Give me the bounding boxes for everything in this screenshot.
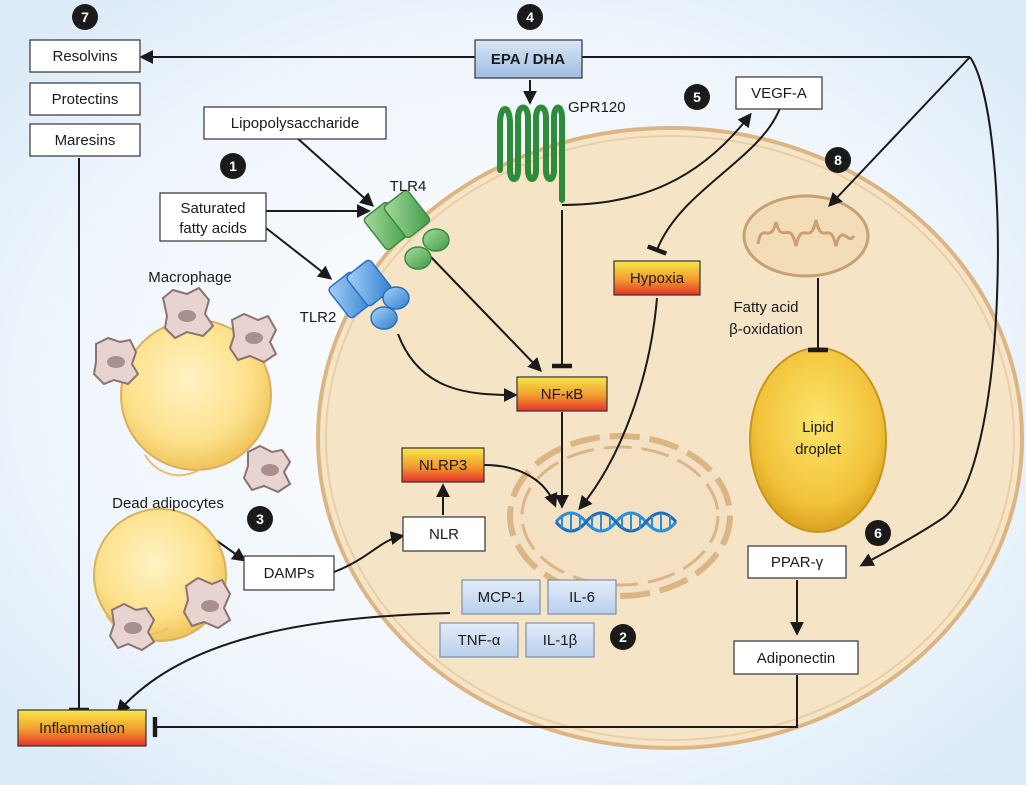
maresins-text: Maresins <box>55 132 116 149</box>
lipid-droplet-label-line2: droplet <box>795 441 842 458</box>
badge-7-text: 7 <box>81 9 89 25</box>
maresins-box: Maresins <box>29 123 141 157</box>
protectins-text: Protectins <box>52 91 119 108</box>
il-6-box: IL-6 <box>547 579 617 615</box>
nlr-box: NLR <box>402 516 486 552</box>
fatty-acid-oxidation-label-line1: Fatty acid <box>733 299 798 316</box>
badge-5-text: 5 <box>693 89 701 105</box>
badge-4: 4 <box>517 4 543 30</box>
badge-3: 3 <box>247 506 273 532</box>
macrophage-label: Macrophage <box>148 269 231 286</box>
hypoxia-text: Hypoxia <box>630 270 685 287</box>
lipopolysaccharide-text: Lipopolysaccharide <box>231 115 359 132</box>
protectins-box: Protectins <box>29 82 141 116</box>
lipid-droplet <box>749 347 887 533</box>
tlr2-label: TLR2 <box>300 309 337 326</box>
tlr4-label: TLR4 <box>390 178 427 195</box>
macrophage-adipocyte-cluster <box>92 286 292 494</box>
nf-kb-text: NF-κB <box>541 386 584 403</box>
nlr-text: NLR <box>429 526 459 543</box>
damps-box: DAMPs <box>243 555 335 591</box>
il-1b-box: IL-1β <box>525 622 595 658</box>
inflammation-text: Inflammation <box>39 720 125 737</box>
badge-7: 7 <box>72 4 98 30</box>
gpr120-receptor-icon <box>497 104 565 203</box>
ppar-gamma-box: PPAR-γ <box>747 545 847 579</box>
nlrp3-box: NLRP3 <box>401 447 485 483</box>
nucleus-inner-membrane <box>520 445 720 587</box>
epa-dha-box: EPA / DHA <box>474 39 583 79</box>
badge-2-text: 2 <box>619 629 627 645</box>
badge-5: 5 <box>684 84 710 110</box>
tlr2-receptor-icon <box>328 259 410 330</box>
badge-6: 6 <box>865 520 891 546</box>
sfa-text-line2: fatty acids <box>179 220 247 237</box>
badge-8-text: 8 <box>834 152 842 168</box>
ppar-gamma-text: PPAR-γ <box>771 554 824 571</box>
tnf-alpha-text: TNF-α <box>458 632 501 649</box>
resolvins-text: Resolvins <box>52 48 117 65</box>
epa-dha-text: EPA / DHA <box>491 51 565 68</box>
il-1b-text: IL-1β <box>543 632 578 649</box>
dead-adipocytes-label: Dead adipocytes <box>112 495 224 512</box>
tnf-alpha-box: TNF-α <box>439 622 519 658</box>
resolvins-box: Resolvins <box>29 39 141 73</box>
mitochondrion-icon <box>742 194 870 278</box>
nf-kb-box: NF-κB <box>516 376 608 412</box>
badge-4-text: 4 <box>526 9 534 25</box>
badge-1-text: 1 <box>229 158 237 174</box>
badge-6-text: 6 <box>874 525 882 541</box>
pathway-arrows <box>69 50 999 737</box>
inflammation-box: Inflammation <box>17 709 147 747</box>
dna-icon <box>554 511 678 533</box>
nlrp3-text: NLRP3 <box>419 457 467 474</box>
gpr120-label: GPR120 <box>568 99 626 116</box>
lipopolysaccharide-box: Lipopolysaccharide <box>203 106 387 140</box>
sfa-text-line1: Saturated <box>180 200 245 217</box>
cell-membrane-inner <box>325 135 1015 741</box>
damps-text: DAMPs <box>264 565 315 582</box>
saturated-fatty-acids-box: Saturated fatty acids <box>159 192 267 242</box>
badge-2: 2 <box>610 624 636 650</box>
hypoxia-box: Hypoxia <box>613 260 701 296</box>
lipid-droplet-label-line1: Lipid <box>802 419 834 436</box>
tlr4-receptor-icon <box>363 189 450 270</box>
il-6-text: IL-6 <box>569 589 595 606</box>
adiponectin-text: Adiponectin <box>757 650 835 667</box>
mcp-1-box: MCP-1 <box>461 579 541 615</box>
vegf-a-box: VEGF-A <box>735 76 823 110</box>
badge-8: 8 <box>825 147 851 173</box>
badge-3-text: 3 <box>256 511 264 527</box>
vegf-a-text: VEGF-A <box>751 85 807 102</box>
adiponectin-box: Adiponectin <box>733 640 859 675</box>
badge-1: 1 <box>220 153 246 179</box>
fatty-acid-oxidation-label-line2: β-oxidation <box>729 321 803 338</box>
mcp-1-text: MCP-1 <box>478 589 525 606</box>
dead-adipocyte-cluster <box>93 508 232 652</box>
